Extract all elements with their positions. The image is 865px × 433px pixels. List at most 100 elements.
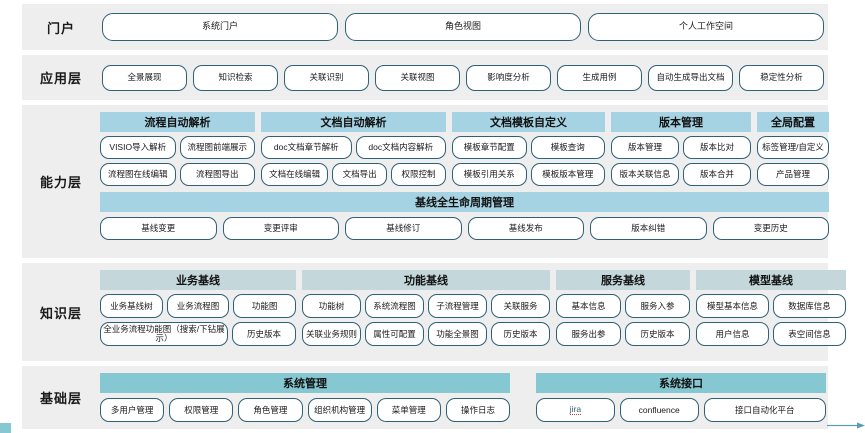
capability-item-tag-manage[interactable]: 标签管理/自定义 — [757, 136, 829, 159]
capability-item-version-relation[interactable]: 版本关联信息 — [611, 163, 679, 186]
capability-item-template-chapter-config[interactable]: 模板章节配置 — [452, 136, 527, 159]
bottom-right-arrow-icon — [827, 422, 865, 429]
knowledge-item-tablespace-info[interactable]: 表空间信息 — [773, 322, 846, 346]
capability-group-3: 版本管理 版本管理 版本比对 版本关联信息 版本合并 — [611, 112, 751, 186]
lifecycle-item-1[interactable]: 变更评审 — [222, 217, 339, 240]
application-item-4[interactable]: 影响度分析 — [466, 64, 551, 91]
foundation-item-api-automation-platform[interactable]: 接口自动化平台 — [703, 398, 826, 422]
capability-item-doc-export[interactable]: 文档导出 — [332, 163, 388, 186]
knowledge-group-1: 功能基线 功能树 系统流程图 子流程管理 关联服务 关联业务规则 属性可配置 功… — [302, 270, 550, 354]
capability-group-2: 文档模板自定义 模板章节配置 模板查询 模板引用关系 模板版本管理 — [452, 112, 605, 186]
knowledge-item-function-panorama[interactable]: 功能全景图 — [428, 322, 487, 346]
capability-item-doc-online-edit[interactable]: 文档在线编辑 — [261, 163, 329, 186]
knowledge-item-function-tree[interactable]: 功能树 — [302, 294, 361, 318]
lifecycle-item-2[interactable]: 基线修订 — [345, 217, 462, 240]
capability-group-1-row-1: 文档在线编辑 文档导出 权限控制 — [261, 163, 446, 186]
foundation-item-role-manage[interactable]: 角色管理 — [238, 398, 303, 422]
lifecycle-item-5[interactable]: 变更历史 — [712, 217, 829, 240]
knowledge-item-service-input-param[interactable]: 服务入参 — [625, 294, 690, 318]
capability-item-flow-frontend[interactable]: 流程图前端展示 — [179, 136, 255, 159]
capability-group-3-row-1: 版本关联信息 版本合并 — [611, 163, 751, 186]
layer-label-application: 应用层 — [39, 71, 82, 86]
foundation-item-multi-user-manage[interactable]: 多用户管理 — [100, 398, 165, 422]
portal-item-0[interactable]: 系统门户 — [102, 13, 338, 41]
foundation-item-permission-manage[interactable]: 权限管理 — [169, 398, 234, 422]
foundation-item-menu-manage[interactable]: 菜单管理 — [376, 398, 441, 422]
layer-portal: 门户 系统门户 角色视图 个人工作空间 — [22, 4, 828, 50]
capability-group-2-row-0: 模板章节配置 模板查询 — [452, 136, 605, 159]
capability-item-template-query[interactable]: 模板查询 — [530, 136, 605, 159]
foundation-group-0-title: 系统管理 — [100, 373, 510, 393]
foundation-item-org-manage[interactable]: 组织机构管理 — [307, 398, 372, 422]
knowledge-group-3-row-0: 模型基本信息 数据库信息 — [696, 294, 846, 318]
foundation-group-1-title: 系统接口 — [536, 373, 826, 393]
knowledge-group-2-row-0: 基本信息 服务入参 — [556, 294, 690, 318]
jira-label: jira — [569, 404, 582, 415]
capability-item-permission-control[interactable]: 权限控制 — [391, 163, 446, 186]
knowledge-group-3-row-1: 用户信息 表空间信息 — [696, 322, 846, 346]
capability-group-2-row-1: 模板引用关系 模板版本管理 — [452, 163, 605, 186]
knowledge-item-model-basic-info[interactable]: 模型基本信息 — [696, 294, 769, 318]
knowledge-item-business-baseline-tree[interactable]: 业务基线树 — [100, 294, 163, 318]
application-item-0[interactable]: 全景展现 — [102, 64, 187, 91]
capability-item-flow-export[interactable]: 流程图导出 — [179, 163, 255, 186]
capability-lifecycle-title: 基线全生命周期管理 — [100, 192, 829, 212]
foundation-item-confluence[interactable]: confluence — [619, 398, 699, 422]
bottom-left-accent — [0, 423, 11, 433]
application-item-1[interactable]: 知识检索 — [193, 64, 278, 91]
capability-item-version-merge[interactable]: 版本合并 — [683, 163, 751, 186]
knowledge-group-0-title: 业务基线 — [100, 270, 296, 290]
knowledge-item-related-service[interactable]: 关联服务 — [491, 294, 550, 318]
knowledge-item-related-business-rule[interactable]: 关联业务规则 — [302, 322, 361, 346]
capability-item-doc-chapter-parse[interactable]: doc文档章节解析 — [261, 136, 352, 159]
knowledge-item-database-info[interactable]: 数据库信息 — [773, 294, 846, 318]
capability-group-0: 流程自动解析 VISIO导入解析 流程图前端展示 流程图在线编辑 流程图导出 — [100, 112, 255, 186]
knowledge-item-function-history-version[interactable]: 历史版本 — [491, 322, 550, 346]
knowledge-item-user-info[interactable]: 用户信息 — [696, 322, 769, 346]
application-item-3[interactable]: 关联视图 — [375, 64, 460, 91]
application-item-6[interactable]: 自动生成导出文档 — [648, 64, 733, 91]
application-item-5[interactable]: 生成用例 — [557, 64, 642, 91]
knowledge-item-service-output-param[interactable]: 服务出参 — [556, 322, 621, 346]
portal-item-1[interactable]: 角色视图 — [345, 13, 581, 41]
foundation-item-jira[interactable]: jira — [536, 398, 615, 422]
layer-label-capability: 能力层 — [39, 175, 82, 190]
capability-item-version-compare[interactable]: 版本比对 — [683, 136, 751, 159]
knowledge-item-function-chart[interactable]: 功能图 — [233, 294, 297, 318]
capability-groups: 流程自动解析 VISIO导入解析 流程图前端展示 流程图在线编辑 流程图导出 文… — [100, 112, 829, 186]
knowledge-item-system-flow-chart[interactable]: 系统流程图 — [365, 294, 424, 318]
layer-label-portal: 门户 — [46, 20, 75, 36]
capability-item-flow-online-edit[interactable]: 流程图在线编辑 — [100, 163, 176, 186]
knowledge-group-1-title: 功能基线 — [302, 270, 550, 290]
capability-item-template-reference[interactable]: 模板引用关系 — [452, 163, 527, 186]
lifecycle-item-4[interactable]: 版本纠错 — [590, 217, 707, 240]
capability-group-1: 文档自动解析 doc文档章节解析 doc文档内容解析 文档在线编辑 文档导出 权… — [261, 112, 446, 186]
capability-item-version-manage[interactable]: 版本管理 — [611, 136, 679, 159]
knowledge-item-business-history-version[interactable]: 历史版本 — [231, 322, 296, 346]
capability-group-0-title: 流程自动解析 — [100, 112, 255, 132]
foundation-item-operation-log[interactable]: 操作日志 — [445, 398, 511, 422]
knowledge-item-subprocess-manage[interactable]: 子流程管理 — [428, 294, 487, 318]
lifecycle-item-3[interactable]: 基线发布 — [467, 217, 584, 240]
knowledge-group-0-row-1: 全业务流程功能图（搜索/下钻展示） 历史版本 — [100, 322, 296, 346]
knowledge-group-2-title: 服务基线 — [556, 270, 690, 290]
application-item-7[interactable]: 稳定性分析 — [739, 64, 824, 91]
knowledge-item-attribute-configurable[interactable]: 属性可配置 — [365, 322, 424, 346]
capability-item-template-version[interactable]: 模板版本管理 — [530, 163, 605, 186]
capability-group-4-row-1: 产品管理 — [757, 163, 829, 186]
knowledge-item-full-business-flow-map[interactable]: 全业务流程功能图（搜索/下钻展示） — [100, 322, 228, 346]
application-item-2[interactable]: 关联识别 — [284, 64, 369, 91]
knowledge-item-business-flow-chart[interactable]: 业务流程图 — [166, 294, 230, 318]
foundation-group-0: 系统管理 多用户管理 权限管理 角色管理 组织机构管理 菜单管理 操作日志 — [100, 373, 511, 422]
layer-application: 应用层 全景展现 知识检索 关联识别 关联视图 影响度分析 生成用例 自动生成导… — [22, 55, 828, 100]
layer-knowledge: 知识层 业务基线 业务基线树 业务流程图 功能图 全业务流程功能图（搜索/下钻展… — [22, 263, 846, 361]
capability-group-1-title: 文档自动解析 — [261, 112, 446, 132]
capability-item-doc-content-parse[interactable]: doc文档内容解析 — [355, 136, 446, 159]
knowledge-item-service-basic-info[interactable]: 基本信息 — [556, 294, 621, 318]
portal-item-2[interactable]: 个人工作空间 — [588, 13, 824, 41]
capability-item-visio-import[interactable]: VISIO导入解析 — [100, 136, 176, 159]
lifecycle-item-0[interactable]: 基线变更 — [100, 217, 217, 240]
knowledge-item-service-history-version[interactable]: 历史版本 — [625, 322, 690, 346]
capability-item-product-manage[interactable]: 产品管理 — [757, 163, 829, 186]
